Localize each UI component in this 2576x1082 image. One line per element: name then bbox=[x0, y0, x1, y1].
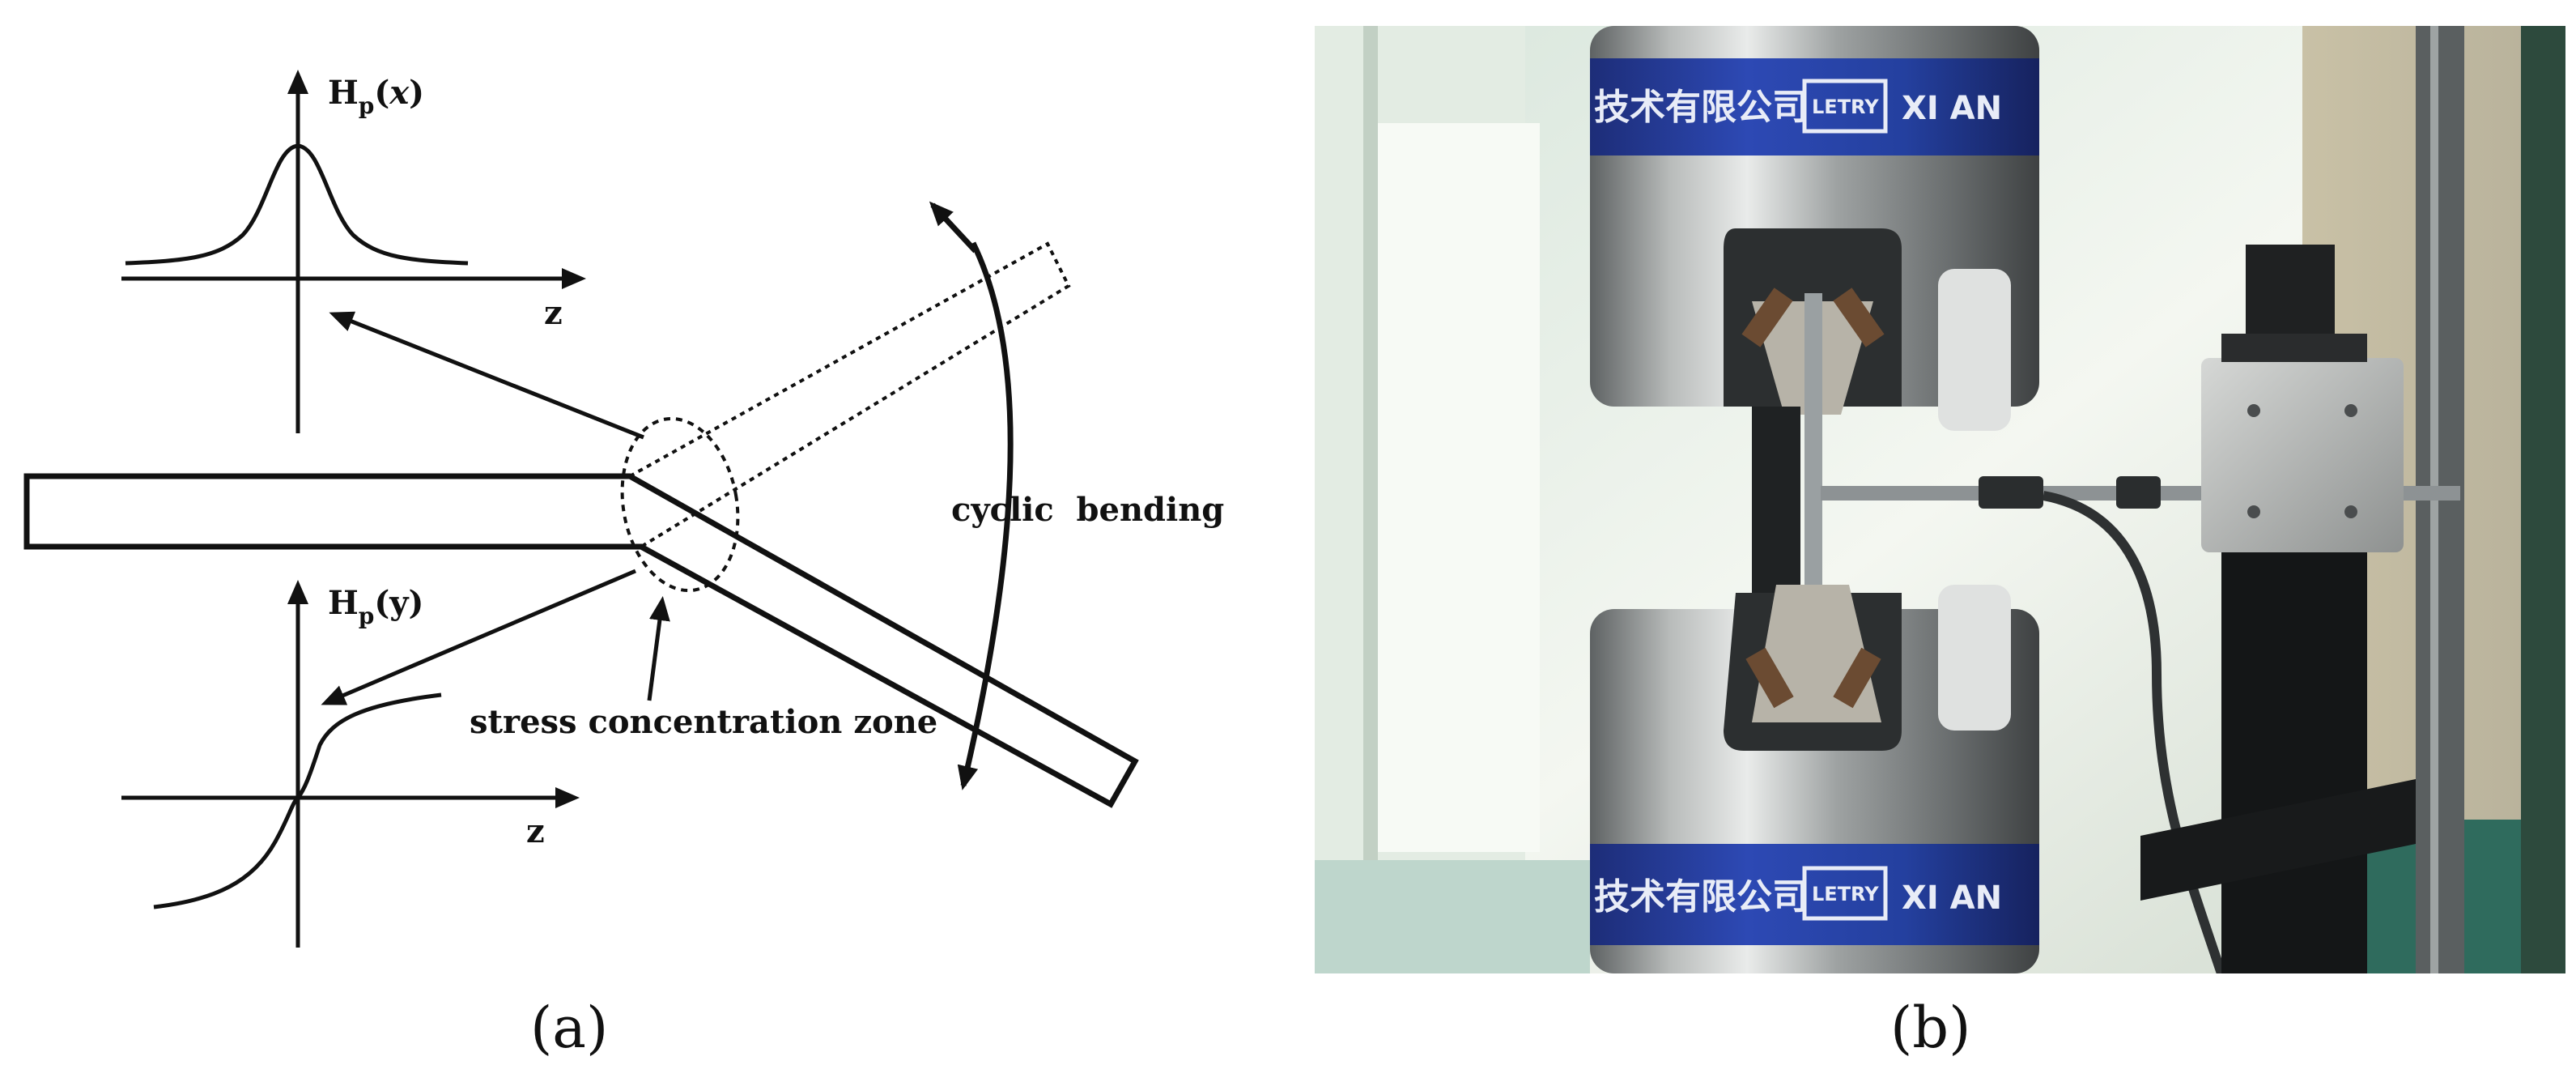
beam-specimen bbox=[23, 241, 1139, 808]
black-strap bbox=[2140, 779, 2416, 901]
pointer-arrow-to-top-plot bbox=[329, 311, 644, 440]
upper-blue-band bbox=[1590, 58, 2039, 155]
lower-band-logo-box bbox=[1802, 866, 1888, 921]
svg-text:Hp(x): Hp(x) bbox=[328, 74, 424, 119]
pointer-arrow-to-bottom-plot bbox=[321, 569, 636, 705]
upper-chamfer bbox=[1938, 269, 2011, 431]
stress-zone-ellipse bbox=[620, 416, 740, 593]
caption-a: (a) bbox=[530, 995, 609, 1061]
bottom-plot-label-sub: p bbox=[359, 603, 375, 629]
window-mullion bbox=[1363, 26, 1378, 973]
upper-screw-right bbox=[1833, 288, 1885, 347]
window-pane bbox=[1378, 123, 1540, 852]
lower-blue-band bbox=[1590, 844, 2039, 945]
top-plot-axis-label: z bbox=[544, 294, 563, 332]
lower-chamfer bbox=[1938, 585, 2011, 731]
lower-band-lettering: 技术有限公司 LETRY XI AN bbox=[1594, 866, 2002, 921]
upper-band-logo-box bbox=[1802, 79, 1888, 134]
bottom-plot-label-main: H bbox=[328, 584, 359, 622]
cyclic-bending-arrow-top bbox=[929, 201, 978, 253]
upper-band-logo: LETRY bbox=[1812, 96, 1879, 118]
stress-zone-label: stress concentration zone bbox=[470, 703, 937, 741]
block-bolt-4 bbox=[2344, 505, 2357, 518]
upper-band-text-left: 技术有限公司 bbox=[1594, 87, 1808, 128]
schematic-diagram: Hp(x) z Hp(y) z cyclic bending stress co… bbox=[23, 70, 1224, 948]
green-baseboard bbox=[1315, 860, 1590, 973]
upper-band-lettering: 技术有限公司 LETRY XI AN bbox=[1594, 79, 2002, 134]
lower-band-text-right: XI AN bbox=[1902, 880, 2002, 917]
svg-text:Hp(y): Hp(y) bbox=[328, 584, 423, 629]
block-bolt-2 bbox=[2344, 404, 2357, 417]
extensometer-clamp-2 bbox=[2116, 476, 2161, 509]
top-plot-label-main: H bbox=[328, 74, 359, 112]
pointer-arrow-to-zone bbox=[647, 596, 670, 701]
cyclic-bending-arc bbox=[957, 241, 1014, 790]
upper-screw-left bbox=[1741, 288, 1793, 347]
lower-screw-right bbox=[1833, 647, 1881, 709]
extensometer-clamp bbox=[1979, 476, 2043, 509]
bottom-plot-label-arg: (y) bbox=[374, 584, 423, 622]
upper-band-text-right: XI AN bbox=[1902, 90, 2002, 127]
lower-band-text-left: 技术有限公司 bbox=[1594, 876, 1808, 918]
linear-stage bbox=[2221, 552, 2367, 973]
caption-b: (b) bbox=[1890, 995, 1971, 1061]
top-plot-label-close: ) bbox=[409, 74, 424, 112]
cyclic-bending-label: cyclic bending bbox=[951, 491, 1224, 529]
top-field-plot: Hp(x) z bbox=[121, 70, 586, 433]
top-plot-label-sub: p bbox=[359, 92, 375, 119]
motor-mount bbox=[2221, 334, 2367, 362]
frame-column-far bbox=[2521, 26, 2565, 973]
lower-screw-left bbox=[1745, 647, 1794, 709]
bottom-plot-axis-label: z bbox=[526, 812, 545, 850]
test-rig-photo: 技术有限公司 LETRY XI AN 技术有限公司 LETRY XI AN bbox=[1315, 26, 2565, 973]
bottom-field-plot: Hp(y) z bbox=[121, 580, 580, 948]
positioning-block bbox=[2201, 358, 2404, 552]
block-bolt-3 bbox=[2247, 505, 2260, 518]
block-bolt-1 bbox=[2247, 404, 2260, 417]
bottom-plot-sigmoid-curve bbox=[153, 692, 442, 909]
lower-band-logo: LETRY bbox=[1812, 883, 1879, 905]
top-plot-label-var: x bbox=[389, 74, 410, 112]
top-plot-label-open: ( bbox=[374, 74, 389, 112]
top-plot-gaussian-curve bbox=[125, 143, 469, 266]
